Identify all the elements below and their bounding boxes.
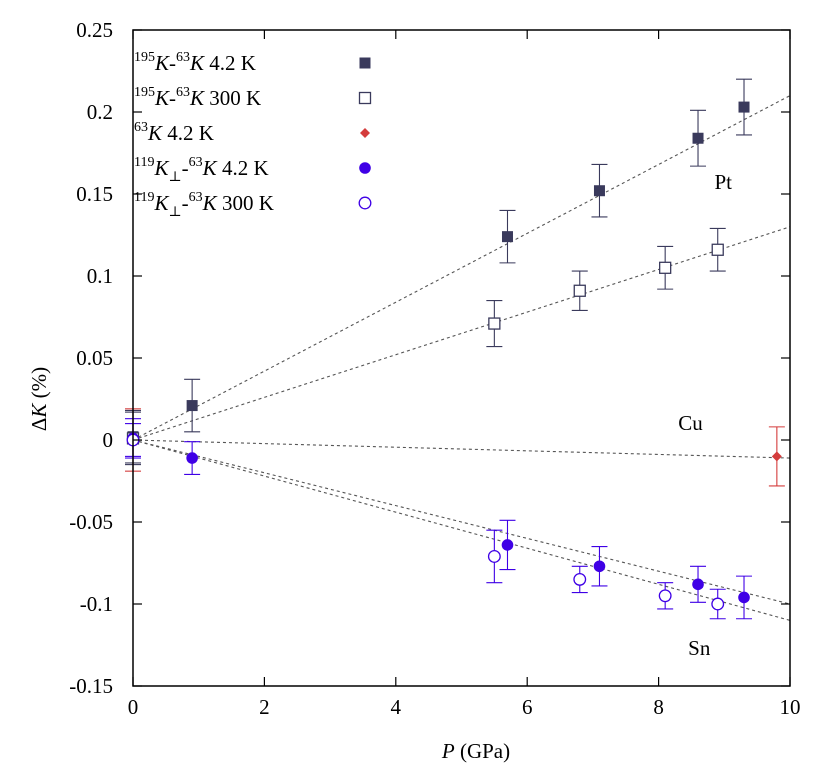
y-tick-label: 0.25 xyxy=(76,18,113,42)
legend-label-part: 195 xyxy=(134,50,155,65)
data-point xyxy=(501,231,513,243)
axis-ticks: 0 2 4 6 8 10 -0.15 -0.1 -0.05 0 0.05 0.1 0.15 0.2 0.25 xyxy=(69,18,800,719)
legend-marker xyxy=(359,162,371,174)
fit-line xyxy=(132,439,791,621)
legend-label-part: 4.2 K xyxy=(217,156,269,180)
x-axis-variable: P xyxy=(441,739,455,763)
series xyxy=(125,418,753,620)
legend-marker xyxy=(358,196,372,210)
legend-label-part: K xyxy=(189,51,205,75)
legend-label: 63K 4.2 K xyxy=(134,120,214,145)
legend-label-part: - xyxy=(182,156,189,180)
legend-label-part: K xyxy=(147,121,163,145)
fit-lines xyxy=(132,95,791,621)
legend-label-part: K xyxy=(153,191,169,215)
y-tick-label: -0.15 xyxy=(69,674,113,698)
data-point xyxy=(711,597,725,611)
legend-label-part: ⊥ xyxy=(169,205,182,220)
y-tick-label: -0.05 xyxy=(69,510,113,534)
y-tick-label: 0 xyxy=(103,428,114,452)
x-axis-title: P (GPa) xyxy=(441,739,510,763)
legend-label-part: - xyxy=(169,86,176,110)
annotation-label: Pt xyxy=(714,170,732,194)
data-point xyxy=(738,101,750,113)
legend-marker xyxy=(359,57,371,69)
x-axis-unit: (GPa) xyxy=(455,739,510,763)
legend-label-part: 63 xyxy=(189,190,203,205)
data-point xyxy=(186,400,198,412)
legend-label-part: K xyxy=(202,156,218,180)
legend-label-part: - xyxy=(169,51,176,75)
legend-label-part: 119 xyxy=(134,155,154,170)
data-point xyxy=(573,284,586,297)
data-point xyxy=(658,589,672,603)
legend-marker xyxy=(358,91,372,105)
legend-label-part: K xyxy=(202,191,218,215)
data-point xyxy=(186,452,198,464)
data-point xyxy=(738,591,750,604)
x-tick-label: 8 xyxy=(653,695,664,719)
legend-label-part: K xyxy=(154,51,170,75)
y-tick-label: 0.05 xyxy=(76,346,113,370)
series xyxy=(125,227,726,466)
data-point xyxy=(593,560,606,573)
fit-line xyxy=(132,439,791,459)
y-axis-prefix: Δ xyxy=(27,418,51,432)
series xyxy=(125,423,726,620)
legend-label-part: 63 xyxy=(176,85,190,100)
y-tick-label: 0.1 xyxy=(87,264,113,288)
legend-label-part: 119 xyxy=(134,190,154,205)
legend-label-part: 4.2 K xyxy=(162,121,214,145)
x-tick-label: 4 xyxy=(391,695,402,719)
legend-label-part: 63 xyxy=(189,155,203,170)
legend-label-part: ⊥ xyxy=(169,170,182,185)
legend-label-part: 195 xyxy=(134,85,155,100)
legend-label: 119K⊥-63K 300 K xyxy=(134,190,274,220)
y-axis-variable: K xyxy=(27,403,51,419)
data-point xyxy=(501,539,514,551)
data-point xyxy=(488,317,501,330)
legend-label-part: - xyxy=(182,191,189,215)
data-point xyxy=(659,261,672,274)
plot-frame xyxy=(132,29,791,687)
legend-label-part: 63 xyxy=(176,50,190,65)
series xyxy=(125,78,753,464)
legend-label-part: K xyxy=(154,86,170,110)
legend-label: 195K-63K 4.2 K xyxy=(134,50,256,75)
legend-label-part: 63 xyxy=(134,120,148,135)
data-point xyxy=(692,578,704,591)
legend-label: 195K-63K 300 K xyxy=(134,85,261,110)
data-point xyxy=(771,451,782,462)
y-axis-unit: (%) xyxy=(27,367,51,404)
fit-line xyxy=(132,95,791,441)
y-axis-title: ΔK (%) xyxy=(27,367,51,431)
legend-label-part: 300 K xyxy=(217,191,274,215)
x-tick-label: 6 xyxy=(522,695,533,719)
data-point xyxy=(711,243,724,256)
y-tick-label: 0.15 xyxy=(76,182,113,206)
fit-line xyxy=(132,226,791,441)
x-tick-label: 10 xyxy=(780,695,801,719)
fit-line xyxy=(132,439,791,605)
x-tick-label: 0 xyxy=(128,695,139,719)
y-tick-label: -0.1 xyxy=(80,592,113,616)
data-point xyxy=(692,132,704,144)
legend-label-part: 4.2 K xyxy=(204,51,256,75)
data-point xyxy=(593,185,605,197)
legend-marker xyxy=(360,128,370,138)
data-point xyxy=(487,549,501,563)
data-point xyxy=(573,572,587,586)
x-tick-label: 2 xyxy=(259,695,270,719)
y-tick-label: 0.2 xyxy=(87,100,113,124)
legend-label-part: 300 K xyxy=(204,86,261,110)
legend-label-part: K xyxy=(189,86,205,110)
legend-label-part: K xyxy=(153,156,169,180)
legend-label: 119K⊥-63K 4.2 K xyxy=(134,155,269,185)
annotation-label: Cu xyxy=(678,411,703,435)
annotation-label: Sn xyxy=(688,636,711,660)
